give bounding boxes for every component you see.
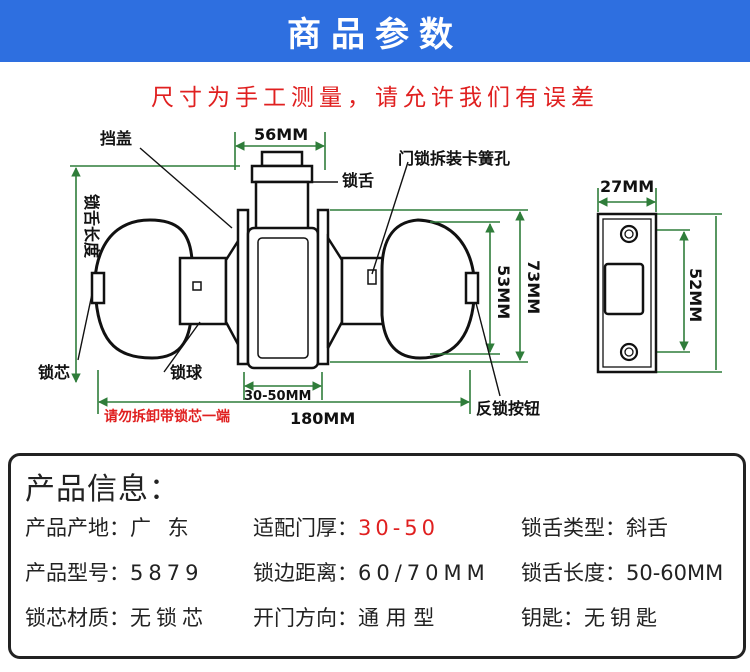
label-width-56: 56MM	[254, 125, 308, 144]
label-plate-width: 27MM	[600, 177, 654, 196]
center-chassis-inner	[257, 237, 309, 359]
lock-button-shape	[464, 271, 480, 305]
left-neck	[178, 256, 228, 326]
strike-plate	[596, 212, 658, 374]
info-latch-type: 锁舌类型：斜舌	[521, 516, 668, 540]
info-model: 产品型号：5879	[25, 561, 204, 585]
label-warning: 请勿拆卸带锁芯一端	[104, 408, 230, 425]
product-info-panel: 产品信息： 产品产地：广 东 适配门厚：30-50 锁舌类型：斜舌 产品型号：5…	[8, 453, 746, 659]
label-h53: 53MM	[494, 265, 513, 319]
info-opening-direction: 开门方向：通 用 型	[253, 606, 435, 630]
info-key: 钥匙：无钥匙	[521, 606, 662, 630]
lock-dimension-diagram: 挡盖 56MM 锁舌 门锁拆装卡簧孔 锁舌长度 锁芯 锁球 30-50MM 请勿…	[38, 125, 722, 428]
left-knob	[93, 218, 194, 360]
right-escutcheon	[316, 208, 330, 366]
latch-head	[260, 150, 304, 168]
left-escutcheon	[236, 208, 250, 366]
label-latch: 锁舌	[342, 171, 374, 190]
page-title: 商品参数	[287, 14, 463, 55]
label-h73: 73MM	[524, 260, 543, 314]
cylinder-notch	[90, 271, 106, 305]
label-cylinder: 锁芯	[38, 363, 70, 382]
info-origin: 产品产地：广 东	[25, 516, 194, 540]
label-total-180: 180MM	[290, 409, 355, 428]
label-lock-button: 反锁按钮	[476, 399, 540, 418]
info-latch-length: 锁舌长度：50-60MM	[521, 561, 724, 585]
info-backset: 锁边距离：60/70MM	[253, 561, 490, 585]
latch-bolt	[250, 164, 314, 184]
label-latch-length: 锁舌长度	[82, 194, 101, 259]
info-cylinder-material: 锁芯材质：无锁芯	[25, 606, 208, 630]
info-title: 产品信息：	[25, 472, 180, 507]
measurement-notice: 尺寸为手工测量，请允许我们有误差	[151, 85, 599, 111]
left-neck-slot	[192, 281, 202, 291]
right-knob	[380, 218, 477, 360]
label-knob: 锁球	[170, 363, 203, 382]
label-plate-h52: 52MM	[686, 268, 705, 322]
right-rose	[326, 233, 344, 349]
spring-hole	[367, 269, 377, 285]
header-banner: 商品参数	[0, 0, 750, 62]
label-cover: 挡盖	[100, 129, 132, 148]
info-door-thickness: 适配门厚：30-50	[253, 516, 440, 540]
label-door-range: 30-50MM	[244, 389, 311, 404]
label-spring-hole: 门锁拆装卡簧孔	[398, 149, 510, 168]
latch-body	[254, 180, 310, 236]
